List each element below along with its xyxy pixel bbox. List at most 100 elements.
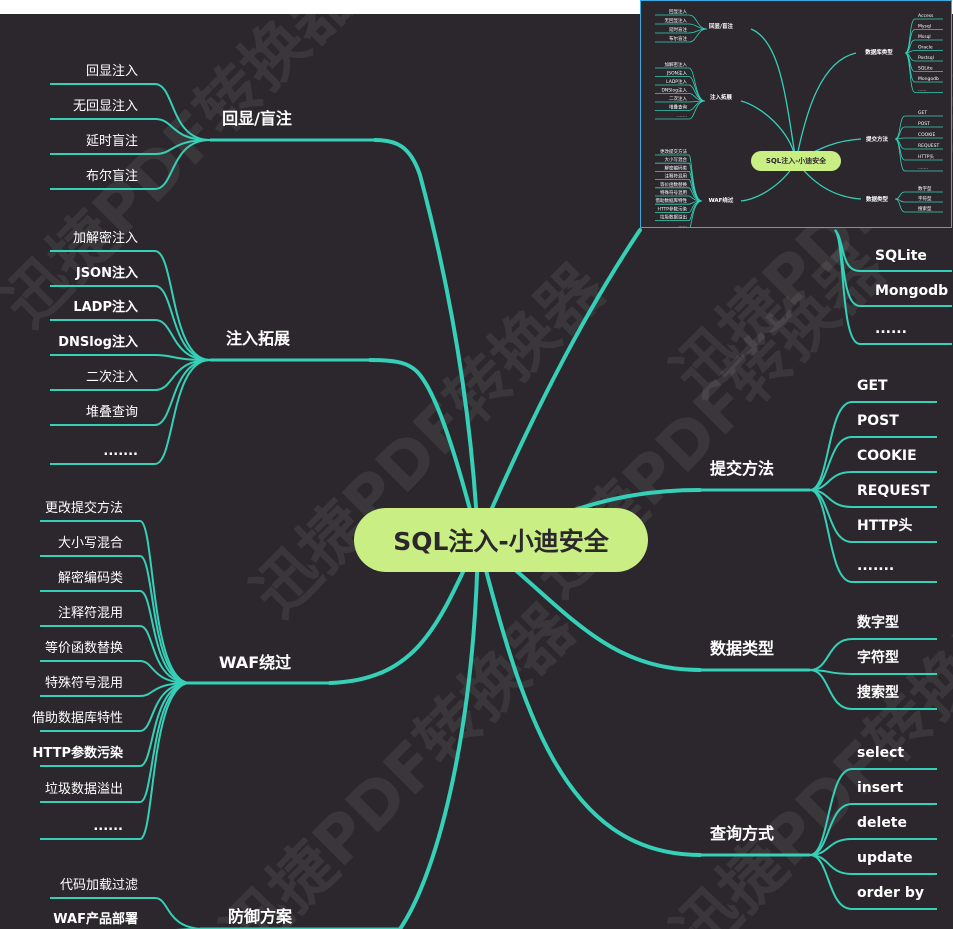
- minimap-branch-submit: 提交方法: [866, 135, 889, 143]
- leaf-waf-0[interactable]: 更改提交方法: [45, 500, 123, 516]
- minimap-leaf-echo-0: 回显注入: [669, 8, 687, 15]
- branch-defense-label[interactable]: 防御方案: [228, 907, 293, 926]
- leaf-waf-2[interactable]: 解密编码类: [58, 570, 123, 586]
- leaf-line-waf-5: [40, 682, 191, 697]
- leaf-line-waf-2: [40, 590, 191, 684]
- leaf-echo-3[interactable]: 布尔盲注: [86, 168, 138, 184]
- minimap-connectors: [740, 28, 862, 202]
- minimap-leaf-waf-5: 特殊符号混用: [660, 189, 687, 196]
- leaf-echo-2[interactable]: 延时盲注: [86, 133, 138, 149]
- leaf-dbtype-1[interactable]: Mongodb: [875, 283, 948, 299]
- leaf-line-extend-2: [50, 319, 211, 361]
- leaf-line-query-3: [809, 854, 937, 875]
- leaf-datatype-0[interactable]: 数字型: [857, 614, 899, 631]
- leaf-query-1[interactable]: insert: [857, 780, 903, 796]
- leaf-line-echo-0: [50, 83, 211, 141]
- minimap-leaf-extend-4: 二次注入: [669, 95, 687, 102]
- minimap-leaf-dbtype-6: Mongodb: [918, 76, 939, 82]
- leaf-query-3[interactable]: update: [857, 850, 913, 866]
- leaf-query-0[interactable]: select: [857, 745, 904, 761]
- leaf-line-submit-1: [809, 436, 937, 491]
- leaf-echo-0[interactable]: 回显注入: [86, 64, 138, 79]
- leaf-extend-1[interactable]: JSON注入: [75, 265, 138, 281]
- leaf-extend-6[interactable]: .......: [103, 444, 138, 459]
- leaf-waf-1[interactable]: 大小写混合: [58, 536, 123, 551]
- minimap-leaf-waf-8: 垃圾数据溢出: [660, 214, 687, 221]
- leaf-extend-0[interactable]: 加解密注入: [73, 230, 138, 246]
- leaf-line-extend-6: [50, 359, 211, 465]
- connector-echo: [373, 138, 480, 542]
- leaf-waf-6[interactable]: 借助数据库特性: [32, 710, 123, 726]
- leaf-defense-1[interactable]: WAF产品部署: [53, 911, 138, 927]
- leaf-line-waf-0: [40, 520, 191, 684]
- leaf-datatype-2[interactable]: 搜索型: [857, 684, 899, 701]
- leaf-submit-3[interactable]: REQUEST: [857, 483, 930, 499]
- branch-query-label[interactable]: 查询方式: [710, 824, 774, 843]
- leaf-line-query-2: [809, 838, 937, 856]
- leaf-line-waf-3: [40, 625, 191, 684]
- leaf-waf-3[interactable]: 注释符混用: [58, 605, 123, 621]
- minimap-labels: 回显/盲注回显注入无回显注入延时盲注布尔盲注注入拓展加解密注入JSON注入LAD…: [656, 8, 940, 227]
- branch-submit-label[interactable]: 提交方法: [710, 459, 774, 478]
- leaf-waf-9[interactable]: ......: [93, 819, 123, 834]
- leaf-submit-4[interactable]: HTTP头: [857, 517, 912, 534]
- leaf-connectors: [40, 83, 952, 929]
- leaf-submit-1[interactable]: POST: [857, 413, 899, 429]
- leaf-query-4[interactable]: order by: [857, 885, 924, 901]
- branch-waf-label[interactable]: WAF绕过: [219, 653, 291, 672]
- central-topic[interactable]: SQL注入-小迪安全: [354, 508, 648, 572]
- leaf-line-extend-1: [50, 285, 211, 361]
- leaf-defense-0[interactable]: 代码加载过滤: [60, 878, 138, 893]
- leaf-extend-2[interactable]: LADP注入: [73, 299, 138, 315]
- leaf-waf-4[interactable]: 等价函数替换: [45, 640, 123, 656]
- leaf-extend-4[interactable]: 二次注入: [86, 369, 138, 385]
- leaf-line-waf-1: [40, 555, 191, 684]
- leaf-line-extend-5: [50, 359, 211, 426]
- minimap-leaf-extend-5: 堆叠查询: [669, 104, 687, 111]
- branch-extend-label[interactable]: 注入拓展: [226, 329, 291, 348]
- branch-datatype-label[interactable]: 数据类型: [710, 639, 774, 658]
- leaf-line-datatype-2: [809, 669, 937, 710]
- minimap-leaf-submit-4: HTTP头: [918, 153, 935, 160]
- leaf-submit-0[interactable]: GET: [857, 378, 888, 394]
- minimap-leaf-submit-0: GET: [918, 110, 927, 116]
- leaf-waf-5[interactable]: 特殊符号混用: [45, 675, 123, 691]
- minimap-central-topic: SQL注入-小迪安全: [751, 151, 841, 171]
- leaf-line-waf-8: [40, 682, 191, 803]
- connector-defense: [398, 538, 480, 929]
- minimap-leaf-dbtype-5: SQLite: [918, 66, 933, 72]
- minimap-leaf-lines: [655, 14, 943, 227]
- branch-underlines: [188, 138, 810, 929]
- minimap-leaf-dbtype-1: Mysql: [918, 24, 931, 30]
- minimap-svg: 回显/盲注回显注入无回显注入延时盲注布尔盲注注入拓展加解密注入JSON注入LAD…: [655, 8, 943, 227]
- leaf-line-submit-5: [809, 489, 937, 583]
- watermark-6: 迅捷PDF转换器: [659, 590, 953, 929]
- leaf-line-submit-0: [809, 401, 937, 491]
- leaf-line-extend-3: [50, 354, 211, 361]
- minimap-leaf-datatype-0: 数字型: [918, 185, 932, 192]
- leaf-waf-7[interactable]: HTTP参数污染: [33, 745, 124, 761]
- minimap-leaf-dbtype-4: Postsql: [918, 55, 934, 61]
- leaf-line-query-4: [809, 854, 937, 910]
- leaf-submit-5[interactable]: .......: [857, 558, 894, 574]
- connector-extend: [368, 358, 480, 542]
- minimap-leaf-waf-3: 注释符混用: [665, 173, 688, 180]
- minimap-leaf-submit-1: POST: [918, 121, 930, 127]
- leaf-waf-8[interactable]: 垃圾数据溢出: [45, 782, 123, 797]
- branch-echo-label[interactable]: 回显/盲注: [222, 109, 292, 128]
- leaf-dbtype-2[interactable]: ......: [875, 321, 907, 337]
- minimap-leaf-waf-0: 更改提交方法: [660, 148, 687, 155]
- leaf-extend-5[interactable]: 堆叠查询: [86, 405, 138, 420]
- leaf-line-echo-1: [50, 118, 211, 141]
- minimap-leaf-extend-2: LADP注入: [666, 78, 687, 85]
- minimap-leaf-datatype-1: 字符型: [918, 195, 932, 202]
- leaf-submit-2[interactable]: COOKIE: [857, 448, 917, 464]
- leaf-datatype-1[interactable]: 字符型: [857, 649, 899, 666]
- minimap-branch-datatype: 数据类型: [866, 195, 889, 203]
- leaf-echo-1[interactable]: 无回显注入: [73, 99, 138, 114]
- leaf-query-2[interactable]: delete: [857, 815, 907, 831]
- leaf-dbtype-0[interactable]: SQLite: [875, 248, 927, 264]
- leaf-extend-3[interactable]: DNSlog注入: [58, 334, 138, 350]
